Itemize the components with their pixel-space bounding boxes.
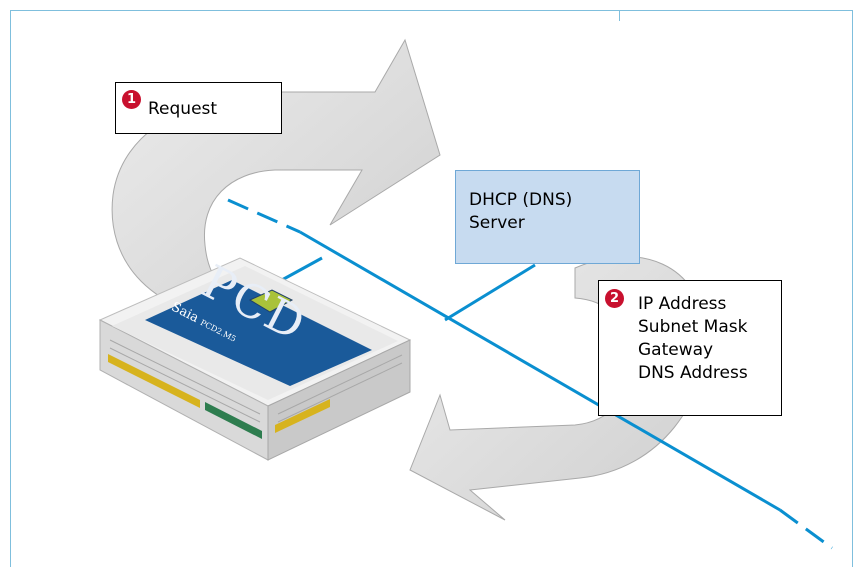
step-2-badge: 2: [605, 289, 624, 308]
plc-device: [98, 257, 412, 461]
backbone-dashed-end: [779, 508, 833, 550]
request-box: 1 Request: [115, 82, 282, 134]
server-line-2: Server: [469, 213, 525, 233]
figure-frame: [10, 10, 853, 567]
dhcp-server-box: DHCP (DNS) Server: [455, 170, 640, 264]
server-drop-line: [444, 263, 536, 322]
response-line-dns: DNS Address: [638, 363, 748, 383]
request-label: Request: [148, 99, 218, 119]
frame-divider-tick: [619, 11, 620, 21]
network-lines: [227, 198, 833, 550]
response-line-subnet: Subnet Mask: [638, 317, 748, 337]
backbone-line: [299, 230, 781, 512]
response-line-gateway: Gateway: [638, 340, 714, 360]
step-1-badge: 1: [122, 90, 141, 109]
response-box: 2 IP Address Subnet Mask Gateway DNS Add…: [598, 280, 782, 416]
backbone-dashed-start: [227, 198, 301, 234]
response-line-ip: IP Address: [638, 294, 727, 314]
server-line-1: DHCP (DNS): [469, 190, 573, 210]
